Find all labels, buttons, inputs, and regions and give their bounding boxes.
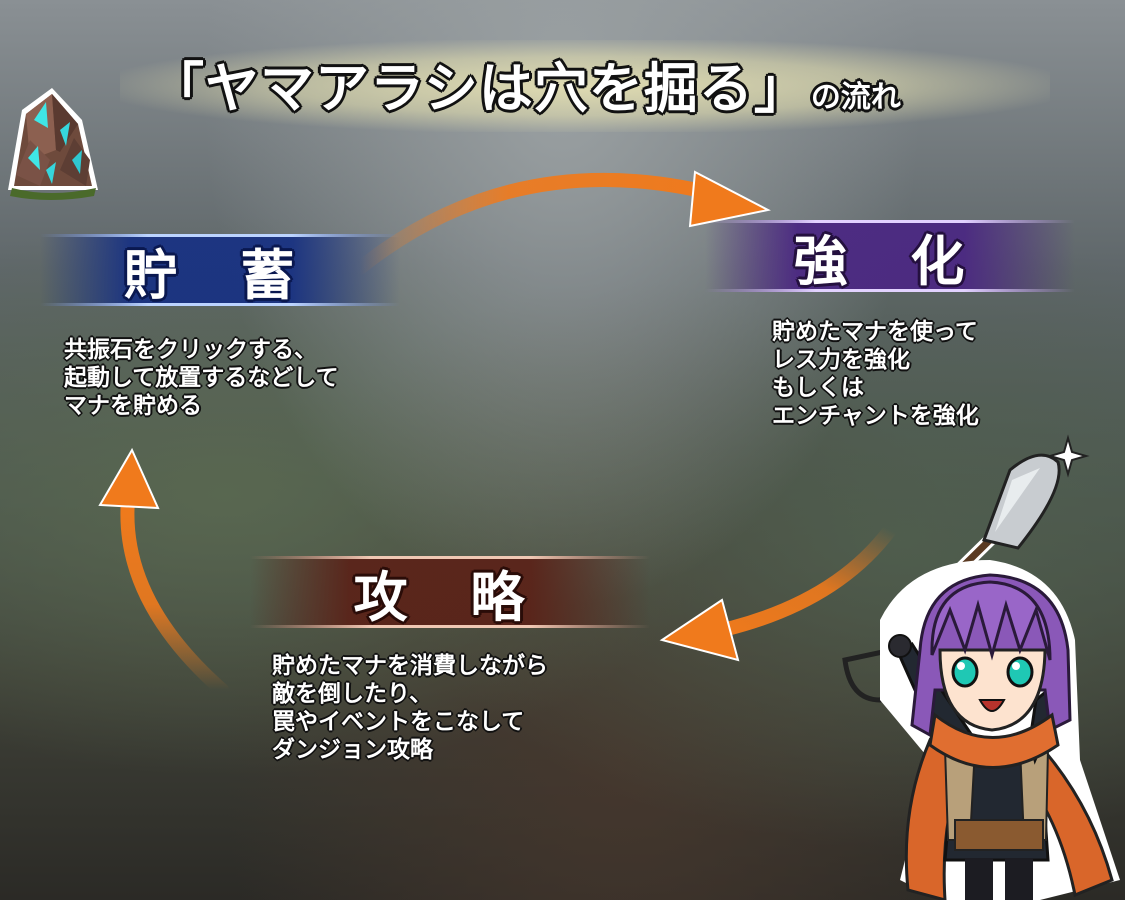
title-glow — [120, 40, 1050, 132]
description-line: 貯めたマナを消費しながら — [272, 653, 548, 679]
description-line: 罠やイベントをこなして — [272, 709, 525, 735]
sparkle-icon — [1046, 434, 1090, 478]
page-title: 「ヤマアラシは穴を掘る」の流れ — [150, 44, 1050, 120]
stage-savings-band: 貯 蓄 — [40, 234, 400, 307]
description-line: ダンジョン攻略 — [272, 737, 433, 763]
description-line: 敵を倒したり、 — [272, 681, 433, 707]
crystal-rock-icon — [8, 88, 98, 200]
arrow-capture-to-savings — [98, 447, 229, 697]
stage-savings-description: 共振石をクリックする、 起動して放置するなどして マナを貯める — [64, 336, 339, 420]
stage-capture-description: 貯めたマナを消費しながら 敵を倒したり、 罠やイベントをこなして ダンジョン攻略 — [272, 652, 548, 764]
stage-capture-label: 攻 略 — [353, 565, 547, 629]
stage-savings-label: 貯 蓄 — [123, 243, 317, 307]
title-suffix: の流れ — [810, 80, 901, 115]
description-line: レス力を強化 — [772, 347, 910, 373]
stage-enhance-band: 強 化 — [705, 220, 1075, 293]
description-line: エンチャントを強化 — [772, 403, 979, 429]
description-line: 貯めたマナを使って — [772, 319, 978, 345]
character-mascot — [880, 560, 1120, 900]
title-main: 「ヤマアラシは穴を掘る」 — [150, 57, 809, 120]
stage-enhance-label: 強 化 — [793, 229, 987, 293]
stage-capture-band: 攻 略 — [250, 556, 650, 629]
stage-enhance-description: 貯めたマナを使って レス力を強化 もしくは エンチャントを強化 — [772, 318, 979, 430]
arrow-savings-to-enhance — [353, 170, 771, 275]
arrow-enhance-to-capture — [659, 523, 897, 662]
description-line: 共振石をクリックする、 — [64, 337, 317, 363]
description-line: 起動して放置するなどして — [64, 365, 339, 391]
description-line: マナを貯める — [64, 393, 202, 419]
description-line: もしくは — [772, 375, 864, 401]
